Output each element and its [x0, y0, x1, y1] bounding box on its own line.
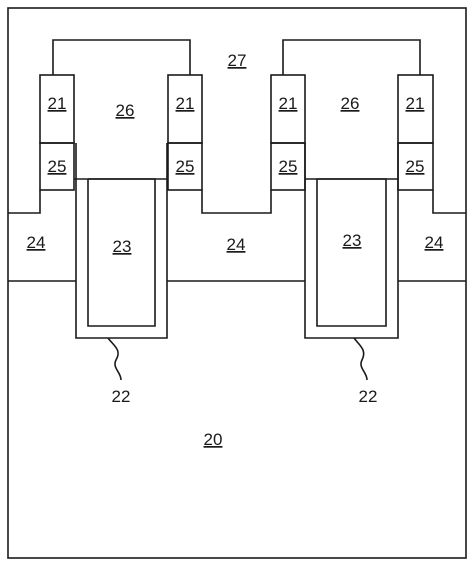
label-25-right-b: 25	[406, 157, 425, 176]
label-24-right: 24	[425, 233, 444, 252]
label-25-right-a: 25	[279, 157, 298, 176]
label-20: 20	[204, 430, 223, 449]
label-21-right-b: 21	[406, 94, 425, 113]
label-21-right-a: 21	[279, 94, 298, 113]
block-25-right-a	[270, 142, 306, 191]
block-25-right-b	[397, 142, 434, 191]
layer-24-top-right	[432, 190, 466, 214]
block-25-left-a	[39, 142, 75, 191]
label-21-left-a: 21	[48, 94, 67, 113]
label-26-left: 26	[116, 101, 135, 120]
bridge-26-left	[52, 39, 191, 75]
label-23-left: 23	[113, 237, 132, 256]
label-26-right: 26	[341, 94, 360, 113]
block-25-left-b	[167, 142, 203, 191]
leader-22-right	[353, 337, 368, 381]
label-22-left: 22	[112, 387, 131, 406]
trench-liner-right	[304, 143, 399, 339]
label-27: 27	[228, 51, 247, 70]
trench-fill-right	[316, 178, 387, 327]
label-23-right: 23	[343, 231, 362, 250]
layer-24-top-left	[8, 190, 41, 214]
label-24-left: 24	[27, 233, 46, 252]
label-22-right: 22	[359, 387, 378, 406]
label-24-middle: 24	[227, 235, 246, 254]
label-25-left-b: 25	[176, 157, 195, 176]
trench-liner-left	[75, 143, 168, 339]
bridge-26-right	[282, 39, 421, 75]
label-25-left-a: 25	[48, 157, 67, 176]
layer-24-top-middle	[201, 190, 272, 214]
label-21-left-b: 21	[176, 94, 195, 113]
leader-22-left	[107, 337, 122, 381]
outer-frame	[7, 7, 467, 559]
